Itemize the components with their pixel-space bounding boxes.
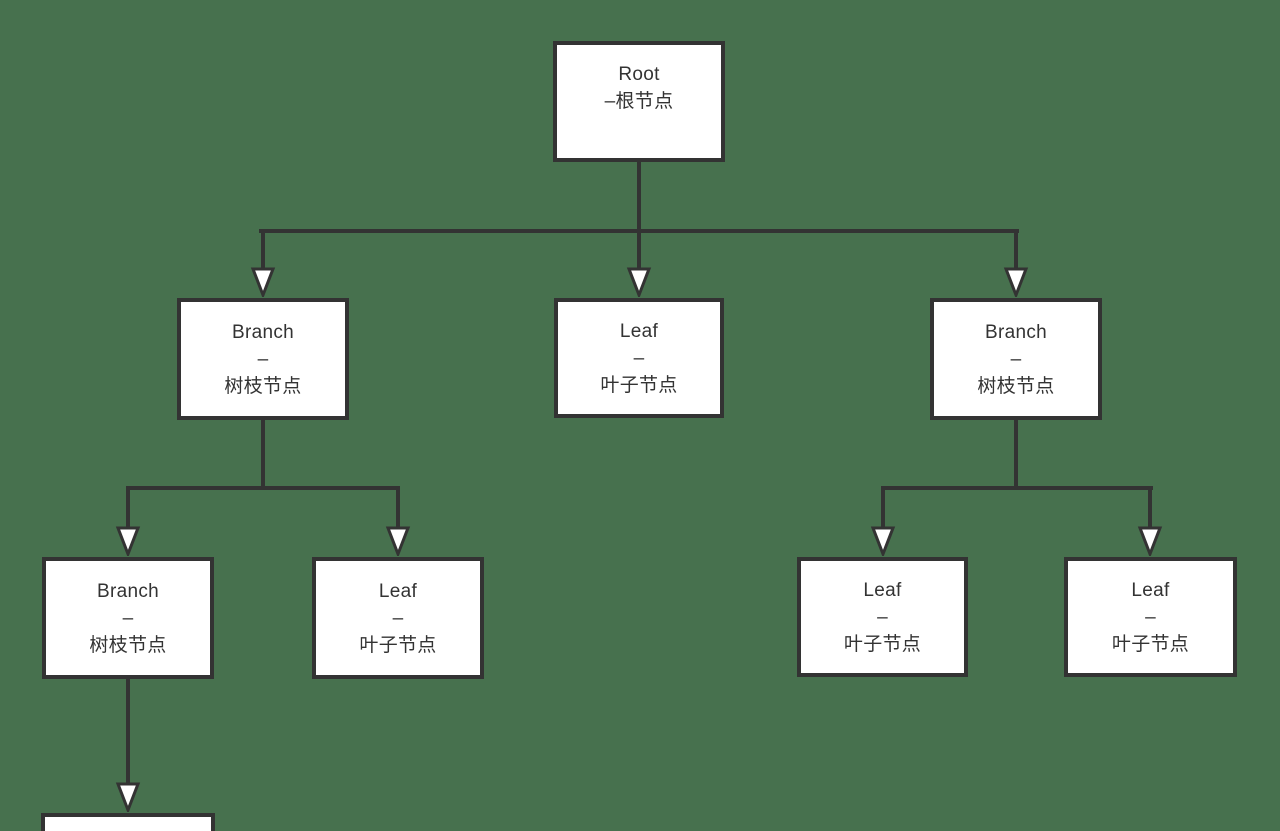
- connector-line-branch-left-child-vertical: [126, 678, 130, 784]
- arrowhead-to-branch-left-child-icon: [114, 526, 142, 559]
- branch-node-right-label-line-2: –: [1010, 348, 1022, 370]
- leaf-node-right-child-2: Leaf – 叶子节点: [1064, 557, 1237, 677]
- branch-node-left-child-label-line-1: Branch: [96, 580, 159, 602]
- leaf-node-right-child-2-label-line-2: –: [1145, 606, 1156, 628]
- arrowhead-to-branch-right-icon: [1002, 267, 1030, 300]
- leaf-node-center-label-line-1: Leaf: [619, 320, 659, 342]
- leaf-node-center-label-line-3: 叶子节点: [600, 374, 678, 396]
- arrowhead-to-leaf-right-child-1-icon: [869, 526, 897, 559]
- connector-line-root-vertical: [637, 161, 641, 269]
- branch-node-right-label-line-3: 树枝节点: [977, 375, 1055, 397]
- leaf-node-left-child-label-line-3: 叶子节点: [359, 634, 437, 656]
- connector-line-left-subtree-left-drop: [126, 486, 130, 530]
- leaf-node-center: Leaf – 叶子节点: [554, 298, 724, 418]
- arrowhead-to-partial-bottom-icon: [114, 782, 142, 815]
- branch-node-right-label-line-1: Branch: [984, 321, 1047, 343]
- root-node: Root –根节点: [553, 41, 725, 162]
- root-node-label-line-2: –根节点: [604, 91, 674, 112]
- branch-node-left-child-label-line-2: –: [122, 607, 134, 629]
- leaf-node-left-child-label-line-2: –: [392, 607, 404, 629]
- arrowhead-to-leaf-right-child-2-icon: [1136, 526, 1164, 559]
- connector-line-level2-left-drop: [261, 229, 265, 269]
- connector-line-left-subtree-right-drop: [396, 486, 400, 530]
- connector-line-left-subtree-horizontal: [126, 486, 400, 490]
- leaf-node-center-label-line-2: –: [633, 347, 645, 369]
- leaf-node-right-child-2-label-line-1: Leaf: [1131, 579, 1170, 601]
- partial-node-bottom: [41, 813, 215, 831]
- connector-line-right-subtree-horizontal: [881, 486, 1153, 490]
- branch-node-left-label-line-1: Branch: [231, 321, 294, 343]
- leaf-node-right-child-1-label-line-1: Leaf: [863, 579, 902, 601]
- connector-line-level2-horizontal: [259, 229, 1019, 233]
- root-node-label-line-1: Root: [618, 64, 660, 85]
- branch-node-left: Branch – 树枝节点: [177, 298, 349, 420]
- leaf-node-right-child-2-label-line-3: 叶子节点: [1111, 633, 1190, 655]
- connector-line-right-subtree-left-drop: [881, 486, 885, 530]
- arrowhead-to-leaf-left-child-icon: [384, 526, 412, 559]
- leaf-node-left-child-label-line-1: Leaf: [378, 580, 418, 602]
- leaf-node-right-child-1-label-line-3: 叶子节点: [843, 633, 922, 655]
- branch-node-left-label-line-3: 树枝节点: [224, 375, 302, 397]
- leaf-node-left-child: Leaf – 叶子节点: [312, 557, 484, 679]
- connector-line-level2-right-drop: [1014, 229, 1018, 269]
- arrowhead-to-branch-left-icon: [249, 267, 277, 300]
- connector-line-branch-right-vertical: [1014, 419, 1018, 489]
- leaf-node-right-child-1: Leaf – 叶子节点: [797, 557, 968, 677]
- branch-node-left-child-label-line-3: 树枝节点: [89, 634, 167, 656]
- arrowhead-to-leaf-center-icon: [625, 267, 653, 300]
- branch-node-left-label-line-2: –: [257, 348, 269, 370]
- branch-node-right: Branch – 树枝节点: [930, 298, 1102, 420]
- leaf-node-right-child-1-label-line-2: –: [877, 606, 888, 628]
- connector-line-right-subtree-right-drop: [1148, 486, 1152, 530]
- branch-node-left-child: Branch – 树枝节点: [42, 557, 214, 679]
- connector-line-branch-left-vertical: [261, 419, 265, 489]
